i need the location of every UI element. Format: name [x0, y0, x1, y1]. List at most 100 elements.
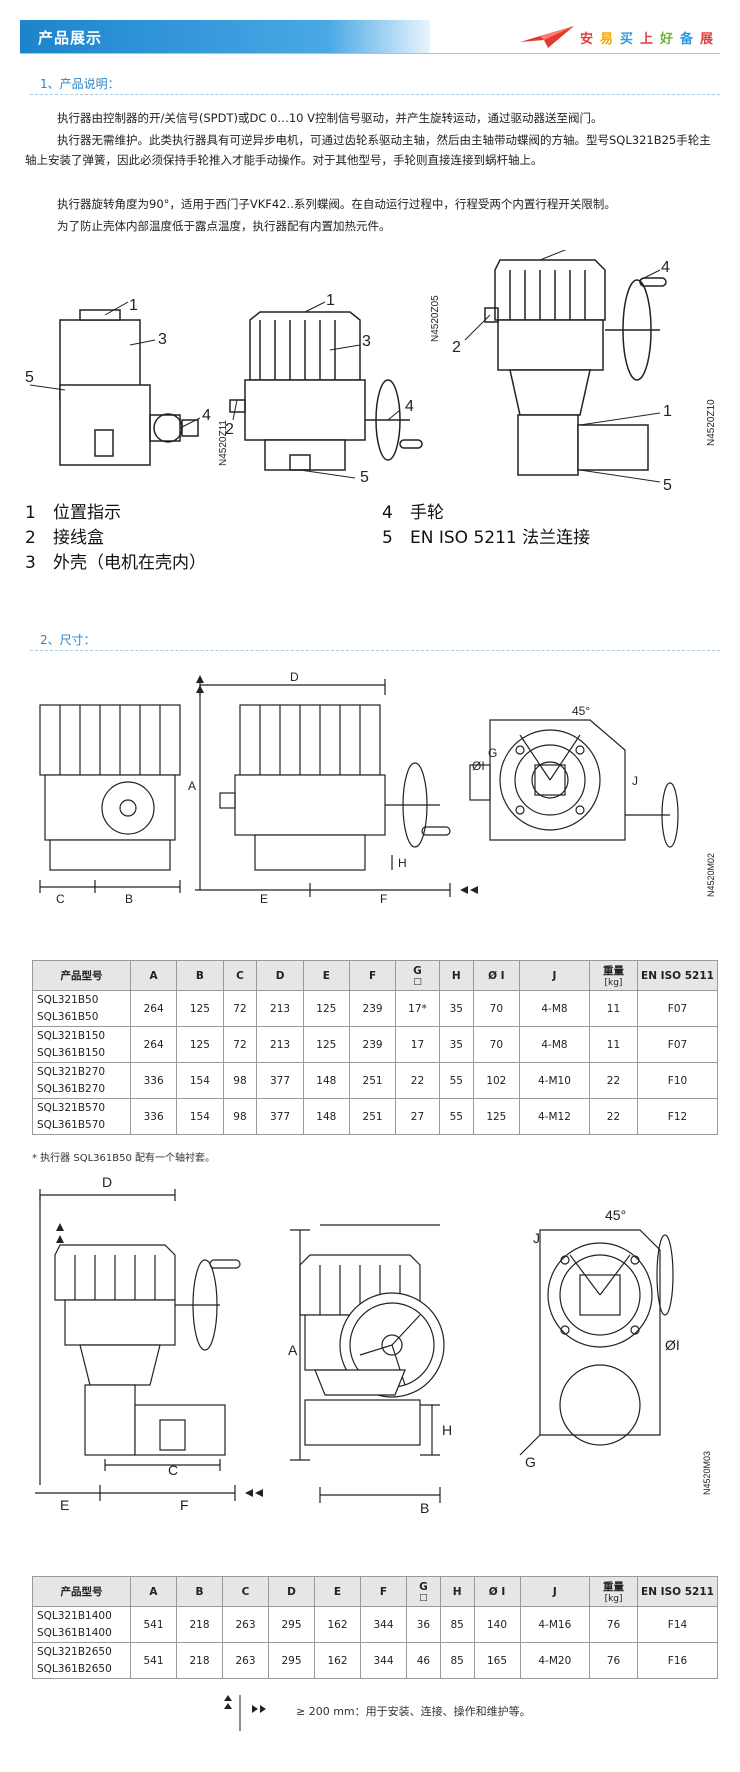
value-cell: 125 — [302, 1026, 350, 1063]
model-name: SQL361B2650 — [37, 1662, 112, 1675]
value-cell: 76 — [589, 1642, 638, 1679]
model-name: SQL361B50 — [37, 1010, 99, 1023]
value-cell: 46 — [406, 1642, 441, 1679]
value-cell: 70 — [472, 1026, 520, 1063]
slogan-char: 好 — [660, 32, 674, 47]
dimension-drawing-small: D A C B E F H G ØI J 45° N4520M02 — [39, 670, 716, 906]
value-cell: 55 — [438, 1098, 474, 1135]
section-title-dimensions: 2、尺寸： — [40, 633, 96, 647]
column-header: A — [129, 960, 178, 991]
value-cell: 85 — [439, 1606, 475, 1643]
value-cell: 162 — [314, 1642, 361, 1679]
value-cell: 148 — [302, 1098, 350, 1135]
value-cell: 213 — [256, 990, 304, 1027]
dim-label: A — [188, 779, 196, 793]
model-name: SQL361B270 — [37, 1082, 106, 1095]
clearance-arrows-icon — [224, 1695, 266, 1731]
model-name: SQL361B150 — [37, 1046, 106, 1059]
dimension-table-2: 产品型号 A B C D E F G□ H Ø I J 重量[kg] EN IS… — [32, 1576, 718, 1679]
dim-label: J — [533, 1230, 540, 1246]
value-cell: 125 — [176, 990, 224, 1027]
clearance-note: ≥ 200 mm：用于安装、连接、操作和维护等。 — [296, 1705, 531, 1718]
column-header: B — [176, 960, 224, 991]
table-header-row: 产品型号 A B C D E F G□ H Ø I J 重量[kg] EN IS… — [32, 1576, 718, 1607]
actuator-large-view — [484, 259, 667, 476]
value-cell: F12 — [637, 1098, 718, 1135]
model-name: SQL321B1400 — [37, 1609, 112, 1622]
dim-label: A — [288, 1342, 298, 1358]
leader-lines — [29, 250, 661, 483]
value-cell: 4-M20 — [519, 1642, 591, 1679]
value-cell: 263 — [222, 1642, 269, 1679]
value-cell: 239 — [348, 990, 397, 1027]
description-paragraph: 执行器由控制器的开/关信号(SPDT)或DC 0…10 V控制信号驱动，并产生旋… — [57, 111, 603, 125]
dim-label: D — [102, 1174, 112, 1190]
value-cell: F16 — [637, 1642, 718, 1679]
value-cell: F07 — [637, 1026, 718, 1063]
column-header: J — [519, 1576, 591, 1607]
value-cell: 148 — [302, 1062, 350, 1099]
value-cell: 22 — [395, 1062, 440, 1099]
column-header: H — [439, 1576, 475, 1607]
column-header: A — [130, 1576, 177, 1607]
svg-text:5: 5 — [360, 469, 369, 486]
value-cell: 336 — [129, 1062, 178, 1099]
dim-label: B — [125, 892, 133, 906]
value-cell: 295 — [268, 1642, 315, 1679]
column-header: C — [222, 960, 258, 991]
header-bar — [20, 20, 430, 54]
value-cell: 72 — [222, 990, 258, 1027]
model-name: SQL321B150 — [37, 1029, 106, 1042]
column-header: 产品型号 — [32, 1576, 131, 1607]
dim-label: C — [56, 892, 65, 906]
dim-label: H — [398, 856, 407, 870]
value-cell: 239 — [348, 1026, 397, 1063]
value-cell: F14 — [637, 1606, 718, 1643]
dim-label: E — [60, 1497, 69, 1513]
column-header: Ø I — [472, 960, 520, 991]
svg-text:2: 2 — [225, 421, 234, 438]
value-cell: 140 — [473, 1606, 521, 1643]
dim-label: D — [290, 670, 299, 684]
value-cell: 377 — [256, 1062, 304, 1099]
value-cell: 154 — [176, 1062, 224, 1099]
value-cell: 344 — [360, 1606, 407, 1643]
value-cell: 17 — [395, 1026, 440, 1063]
value-cell: 27 — [395, 1098, 440, 1135]
value-cell: 36 — [406, 1606, 441, 1643]
value-cell: 263 — [222, 1606, 269, 1643]
svg-text:1: 1 — [663, 403, 672, 420]
slogan-char: 易 — [600, 32, 614, 47]
value-cell: 4-M12 — [518, 1098, 590, 1135]
header-title: 产品展示 — [38, 29, 103, 47]
slogan-char: 备 — [680, 32, 694, 47]
slogan-char: 买 — [620, 32, 634, 47]
description-paragraph: 执行器旋转角度为90°，适用于西门子VKF42..系列蝶阀。在自动运行过程中，行… — [57, 197, 616, 211]
value-cell: 98 — [222, 1062, 258, 1099]
svg-text:4: 4 — [661, 259, 670, 276]
value-cell: 165 — [473, 1642, 521, 1679]
column-header-g: G□ — [406, 1576, 441, 1607]
slogan-char: 上 — [640, 32, 654, 47]
model-name: SQL361B1400 — [37, 1626, 112, 1639]
value-cell: 85 — [439, 1642, 475, 1679]
header-underline — [20, 53, 720, 54]
svg-text:3: 3 — [362, 333, 371, 350]
dimension-drawing-large: D C E F A H B J ØI G 45° N4520M03 — [35, 1174, 712, 1516]
product-parts-figure: 1 3 4 5 1 3 4 2 5 3 4 2 1 5 N4520Z11 N45… — [25, 250, 717, 494]
column-header: E — [314, 1576, 361, 1607]
section-divider — [30, 650, 720, 651]
part-numbers: 1 3 4 5 1 3 4 2 5 3 4 2 1 5 — [25, 259, 672, 494]
table-header-row: 产品型号 A B C D E F G□ H Ø I J 重量[kg] EN IS… — [32, 960, 718, 991]
dim-label: G — [525, 1454, 536, 1470]
value-cell: 295 — [268, 1606, 315, 1643]
